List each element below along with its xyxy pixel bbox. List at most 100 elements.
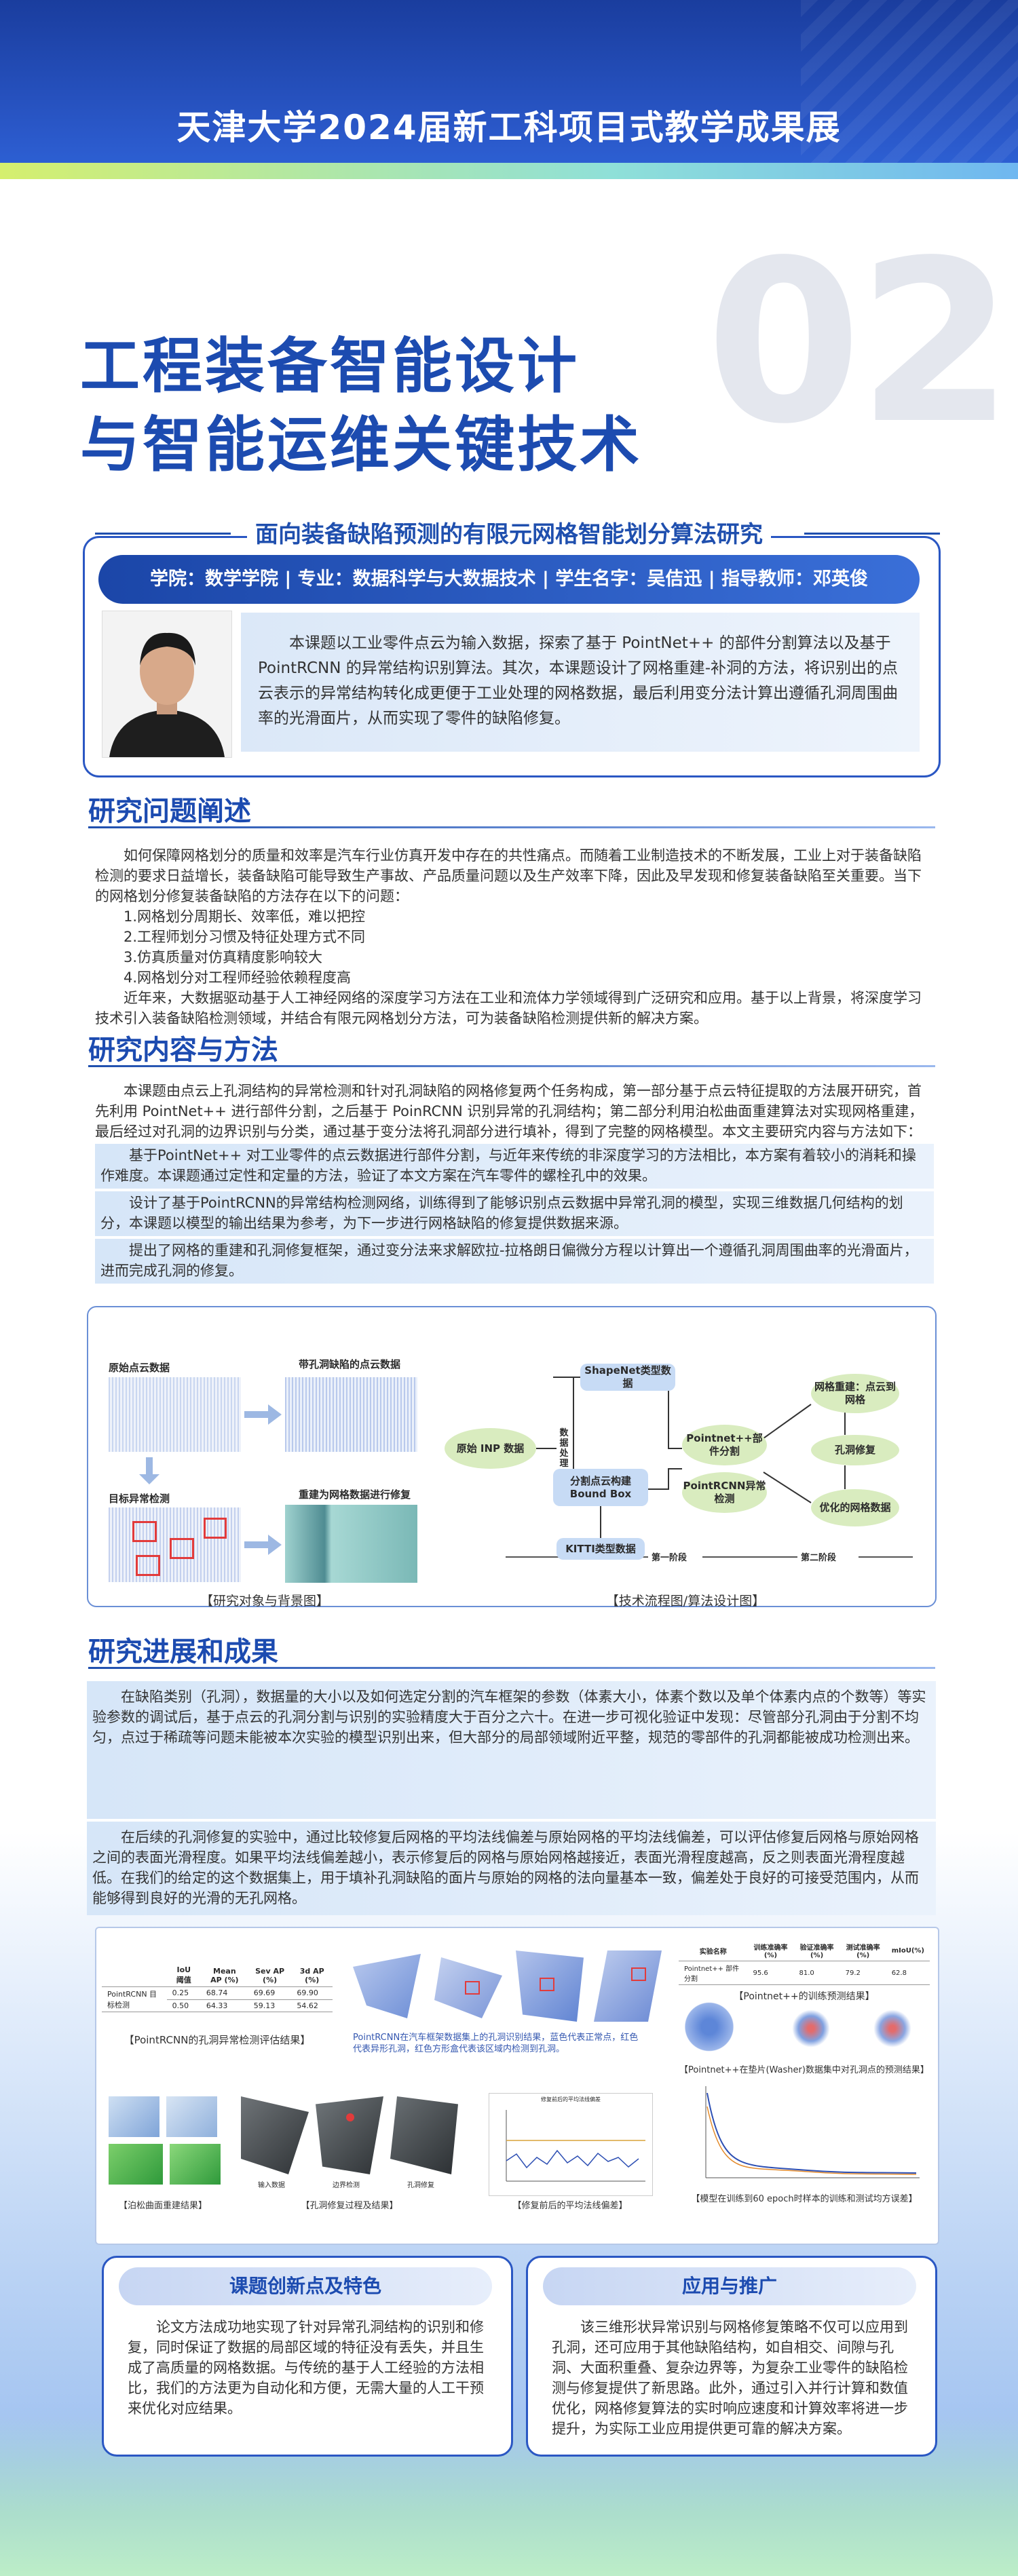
flowchart: 原始 INP 数据 数据处理 ShapeNet类型数据 分割点云构建Bound … xyxy=(445,1326,920,1584)
subtitle: 面向装备缺陷预测的有限元网格智能划分算法研究 xyxy=(204,516,814,549)
fig-label-holes: 带孔洞缺陷的点云数据 xyxy=(299,1358,401,1370)
flow-node-prep: 数据处理 xyxy=(559,1428,569,1469)
flow-node-shapenet: ShapeNet类型数据 xyxy=(580,1364,675,1391)
caption-hole-repair: 【孔洞修复过程及结果】 xyxy=(301,2201,398,2211)
table-cell: 54.62 xyxy=(291,1999,333,2012)
table-cell: 69.90 xyxy=(291,1986,333,2000)
table-row: 0.50 64.33 59.13 54.62 xyxy=(102,1999,333,2012)
progress-paragraph-2: 在后续的孔洞修复的实验中，通过比较修复后网格的平均法线偏差与原始网格的平均法线偏… xyxy=(87,1822,936,1915)
table-cell: 64.33 xyxy=(200,1999,248,2012)
section-heading-progress: 研究进展和成果 xyxy=(88,1636,278,1668)
table-header: Mean AP (%) xyxy=(200,1964,248,1987)
problem-item: 4.网格划分对工程师经验依赖程度高 xyxy=(124,969,352,986)
fig-label-raw: 原始点云数据 xyxy=(109,1362,170,1374)
rcnn-eval-table: IoU 阈值 Mean AP (%) Sev AP (%) 3d AP (%) … xyxy=(102,1964,333,2012)
section-heading-method: 研究内容与方法 xyxy=(88,1035,278,1066)
flow-node-rcnn: PointRCNN异常检测 xyxy=(682,1472,767,1513)
table-cell: 0.25 xyxy=(166,1986,201,2000)
raw-pointcloud-image xyxy=(109,1377,241,1452)
flow-node-opt: 优化的网格数据 xyxy=(811,1489,899,1526)
rcnn-eval-table-block: IoU 阈值 Mean AP (%) Sev AP (%) 3d AP (%) … xyxy=(102,1940,333,2062)
table-cell: Pointnet++ 部件分割 xyxy=(679,1961,748,1985)
table-header: 实验名称 xyxy=(679,1940,748,1961)
flow-stage-2: 第二阶段 xyxy=(801,1553,837,1563)
table-cell: 69.69 xyxy=(248,1986,292,2000)
subtitle-line-left xyxy=(95,533,231,535)
table-header: Sev AP (%) xyxy=(248,1964,292,1987)
table-header: IoU 阈值 xyxy=(166,1964,201,1987)
method-highlight-2: 设计了基于PointRCNN的异常结构检测网络，训练得到了能够识别点云数据中异常… xyxy=(95,1191,934,1236)
section-heading-problem: 研究问题阐述 xyxy=(88,796,251,827)
hole-label-boundary: 边界检测 xyxy=(333,2182,360,2189)
student-photo xyxy=(102,611,232,758)
table-cell: 0.50 xyxy=(166,1999,201,2012)
table-header xyxy=(102,1964,167,1987)
problem-outro: 近年来，大数据驱动基于人工神经网络的深度学习方法在工业和流体力学领域得到广泛研究… xyxy=(95,990,922,1026)
normal-deviation-chart: 修复前后的平均法线偏差 xyxy=(489,2093,653,2196)
fig-label-detect: 目标异常检测 xyxy=(109,1493,170,1505)
caption-washer-seg: 【Pointnet++在垫片(Washer)数据集中对孔洞点的预测结果】 xyxy=(679,2065,929,2075)
table-cell: 81.0 xyxy=(793,1961,840,1985)
method-highlight-1: 基于PointNet++ 对工业零件的点云数据进行部件分割，与近年来传统的非深度… xyxy=(95,1144,934,1189)
loss-curve-chart xyxy=(705,2086,920,2178)
detection-image xyxy=(109,1507,241,1582)
problem-text: 如何保障网格划分的质量和效率是汽车行业仿真开发中存在的共性痛点。而随着工业制造技… xyxy=(95,845,933,1029)
fig-caption-flowchart: 【技术流程图/算法设计图】 xyxy=(605,1594,766,1609)
subtitle-text: 面向装备缺陷预测的有限元网格智能划分算法研究 xyxy=(247,521,771,548)
table-header: 验证准确率(%) xyxy=(793,1940,840,1961)
table-header: 3d AP (%) xyxy=(291,1964,333,1987)
normal-chart-title: 修复前后的平均法线偏差 xyxy=(541,2096,601,2102)
problem-item: 2.工程师划分习惯及特征处理方式不同 xyxy=(124,929,366,945)
student-avatar-icon xyxy=(102,611,231,757)
table-header: 训练准确率(%) xyxy=(747,1940,794,1961)
table-row: PointRCNN 目标检测 0.25 68.74 69.69 69.90 xyxy=(102,1986,333,2012)
pointnet-train-block: 实验名称 训练准确率(%) 验证准确率(%) 测试准确率(%) mIoU(%) … xyxy=(679,1940,930,2002)
table-row-label: PointRCNN 目标检测 xyxy=(102,1986,167,2012)
fig-label-rebuild: 重建为网格数据进行修复 xyxy=(299,1488,411,1501)
poisson-surface-image xyxy=(105,2093,224,2188)
section-rule-problem xyxy=(88,826,935,828)
flow-node-repair: 孔洞修复 xyxy=(811,1435,899,1465)
table-cell: 62.8 xyxy=(886,1961,930,1985)
header-banner xyxy=(0,0,1018,176)
table-row: Pointnet++ 部件分割 95.6 81.0 79.2 62.8 xyxy=(679,1961,930,1985)
subtitle-line-right xyxy=(804,533,940,535)
normal-chart-lines xyxy=(506,2110,645,2182)
section-rule-method xyxy=(88,1065,935,1067)
problem-item: 3.仿真质量对仿真精度影响较大 xyxy=(124,949,323,965)
method-intro: 本课题由点云上孔洞结构的异常检测和针对孔洞缺陷的网格修复两个任务构成，第一部分基… xyxy=(95,1083,924,1140)
table-header: mIoU(%) xyxy=(886,1940,930,1961)
abstract-text: 本课题以工业零件点云为输入数据，探索了基于 PointNet++ 的部件分割算法… xyxy=(258,634,899,727)
main-title: 工程装备智能设计 与智能运维关键技术 xyxy=(80,327,642,484)
header-title: 天津大学2024届新工科项目式教学成果展 xyxy=(176,108,842,147)
caption-rcnn-result: PointRCNN在汽车框架数据集上的孔洞识别结果，蓝色代表正常点，红色代表异形… xyxy=(353,2033,639,2054)
hole-label-repair: 孔洞修复 xyxy=(407,2182,434,2189)
table-cell: 68.74 xyxy=(200,1986,248,2000)
application-text: 该三维形状异常识别与网格修复策略不仅可以应用到孔洞，还可应用于其他缺陷结构，如自… xyxy=(552,2319,908,2437)
flow-node-inp: 原始 INP 数据 xyxy=(445,1428,536,1469)
section-rule-progress xyxy=(88,1667,935,1669)
table-cell: 79.2 xyxy=(840,1961,886,1985)
pointnet-train-table: 实验名称 训练准确率(%) 验证准确率(%) 测试准确率(%) mIoU(%) … xyxy=(679,1940,930,1985)
flowchart-connectors xyxy=(506,1377,913,1558)
main-title-line1: 工程装备智能设计 xyxy=(80,331,580,401)
problem-list: 1.网格划分周期长、效率低，难以把控 2.工程师划分习惯及特征处理方式不同 3.… xyxy=(95,906,933,988)
main-title-line2: 与智能运维关键技术 xyxy=(80,410,643,480)
caption-loss-curve: 【模型在训练到60 epoch时样本的训练和测试均方误差】 xyxy=(691,2194,918,2204)
caption-rcnn-eval: 【PointRCNN的孔洞异常检测评估结果】 xyxy=(124,2034,311,2046)
arrow-right-icon xyxy=(244,1404,282,1425)
info-bar: 学院：数学学院 | 专业：数据科学与大数据技术 | 学生名字：吴佶迅 | 指导教… xyxy=(98,555,920,604)
flow-node-pointnet: Pointnet++部件分割 xyxy=(682,1425,767,1465)
problem-item: 1.网格划分周期长、效率低，难以把控 xyxy=(124,908,366,925)
arrow-right-icon xyxy=(244,1535,282,1555)
application-title: 应用与推广 xyxy=(543,2267,916,2305)
arrow-down-icon xyxy=(139,1457,159,1484)
method-highlight-3: 提出了网格的重建和孔洞修复框架，通过变分法来求解欧拉-拉格朗日偏微分方程以计算出… xyxy=(95,1239,934,1284)
rcnn-result-images xyxy=(346,1947,665,2029)
fig-caption-background: 【研究对象与背景图】 xyxy=(200,1594,329,1609)
header-color-band xyxy=(0,163,1018,179)
project-number: 02 xyxy=(706,212,1013,473)
hole-label-input: 输入数据 xyxy=(258,2182,285,2189)
washer-seg-images xyxy=(679,1995,930,2059)
hole-repair-images xyxy=(238,2093,461,2188)
